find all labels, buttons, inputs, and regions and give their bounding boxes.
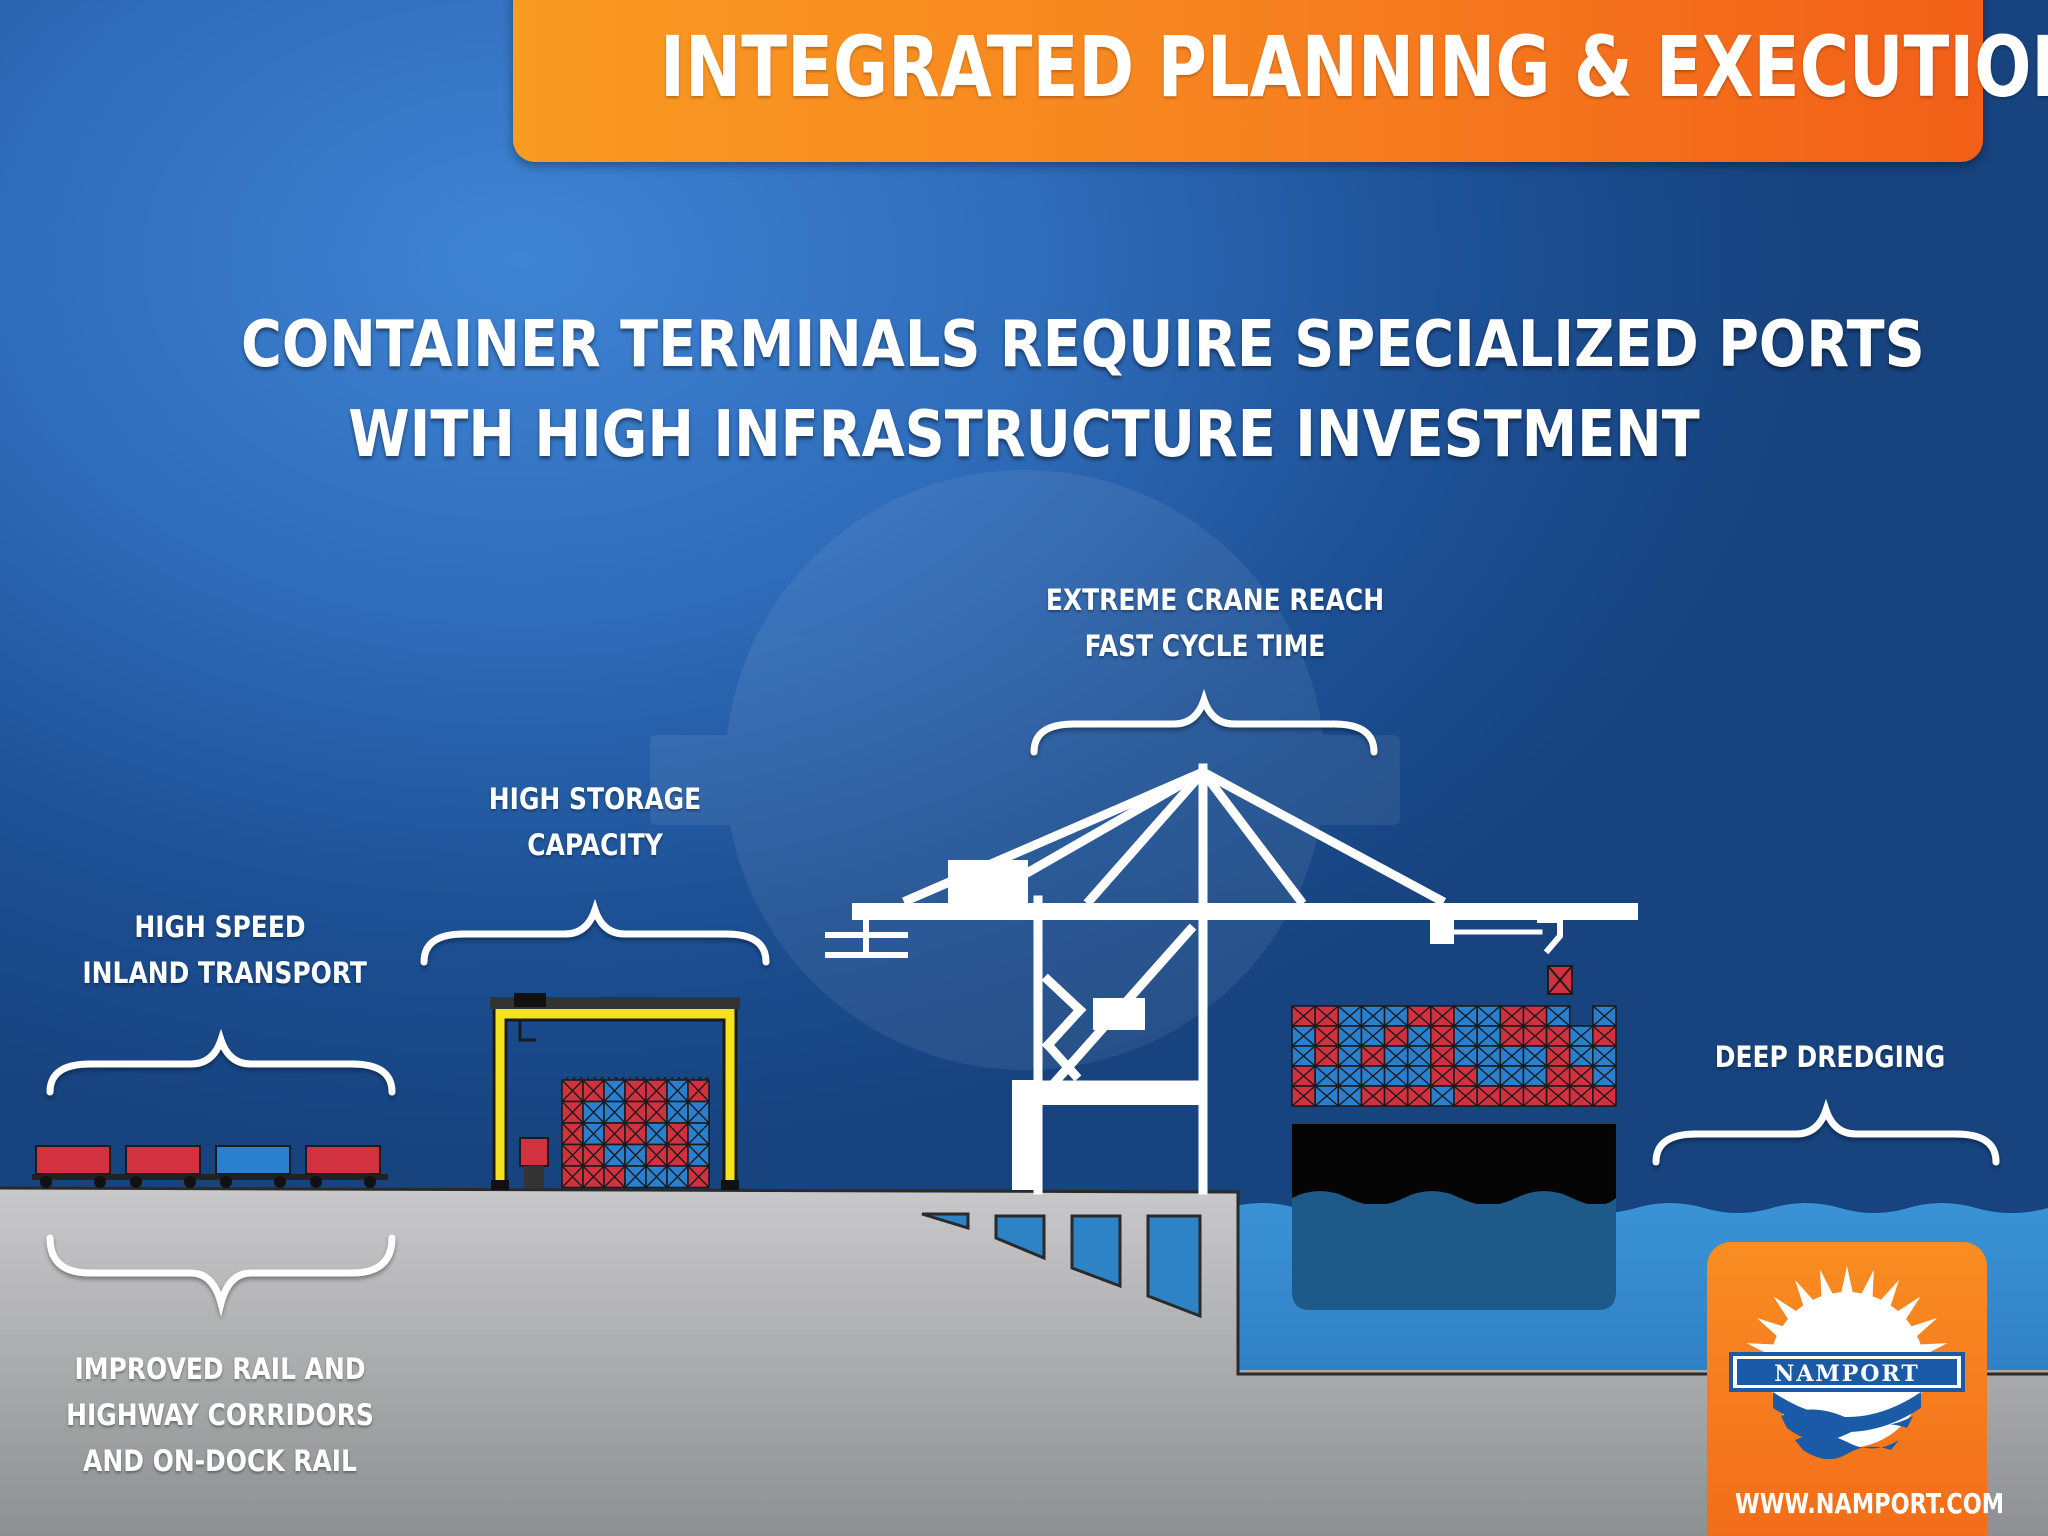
sun-ray [1820,1269,1834,1299]
namport-logo-icon: NAMPORT [1729,1266,1965,1460]
ship-to-shore-crane-icon [825,763,1638,1195]
label-storage-line-2: CAPACITY [527,828,663,862]
label-rail-line-1: IMPROVED RAIL AND [74,1352,366,1386]
sun-ray [1756,1318,1785,1338]
sun-ray [1840,1266,1854,1295]
label-storage: HIGH STORAGE CAPACITY [466,776,724,868]
label-crane-line-2: FAST CYCLE TIME [1084,629,1326,663]
sun-ray [1909,1318,1938,1338]
sun-ray [1860,1269,1874,1299]
sun-ray [1896,1296,1921,1321]
watermark-logo-icon [650,470,1400,1070]
website-url: WWW.NAMPORT.COM [1735,1487,2005,1520]
railcar-icon [215,1145,291,1175]
label-inland: HIGH SPEED INLAND TRANSPORT [82,904,367,996]
sun-ray [1879,1279,1899,1308]
label-crane: EXTREME CRANE REACH FAST CYCLE TIME [1045,577,1385,669]
sun-ray [1773,1296,1798,1321]
railcar-icon [35,1145,111,1175]
curly-brace-icon [420,898,770,966]
railcar-icon [305,1145,381,1175]
railcar-icon [125,1145,201,1175]
label-rail-line-3: AND ON-DOCK RAIL [83,1444,357,1478]
logo-wordmark: NAMPORT [1774,1361,1920,1387]
label-crane-line-1: EXTREME CRANE REACH [1045,583,1385,617]
curly-brace-icon [46,1028,396,1096]
label-dredging: DEEP DREDGING [1701,1034,1959,1080]
namport-badge: NAMPORT WWW.NAMPORT.COM [1707,1242,2005,1536]
rtg-crane-icon [490,993,740,1190]
label-rail: IMPROVED RAIL AND HIGHWAY CORRIDORS AND … [65,1346,375,1484]
curly-brace-icon [1030,688,1378,756]
quay-ground-icon [0,1186,2048,1536]
headline-line-2: WITH HIGH INFRASTRUCTURE INVESTMENT [348,398,1700,472]
brace-icon [46,688,2000,1317]
container-ship-icon [1291,1005,1617,1310]
title-banner: INTEGRATED PLANNING & EXECUTION [513,0,2048,162]
headline-line-1: CONTAINER TERMINALS REQUIRE SPECIALIZED … [241,308,1925,382]
label-dredging-line-1: DEEP DREDGING [1714,1040,1946,1074]
label-inland-line-1: HIGH SPEED [134,910,306,944]
rail-track [32,1174,388,1180]
label-rail-line-2: HIGHWAY CORRIDORS [66,1398,374,1432]
curly-brace-icon [1652,1098,2000,1166]
sun-ray [1795,1279,1815,1308]
headline: CONTAINER TERMINALS REQUIRE SPECIALIZED … [241,300,1925,480]
train-icon [32,1145,388,1188]
banner-title: INTEGRATED PLANNING & EXECUTION [660,18,2048,116]
label-inland-line-2: INLAND TRANSPORT [82,956,367,990]
curly-brace-icon [46,1234,396,1317]
label-storage-line-1: HIGH STORAGE [488,782,702,816]
